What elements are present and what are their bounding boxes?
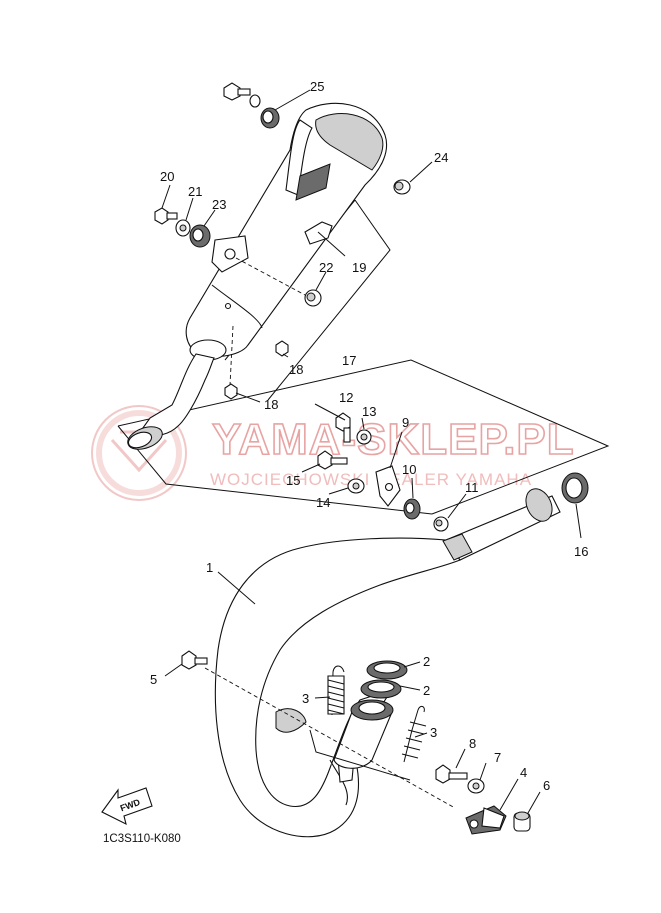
callout-19: 19	[352, 260, 366, 275]
bolt-20	[154, 207, 178, 225]
leader-lines	[161, 89, 582, 814]
callout-10: 10	[402, 462, 416, 477]
exhaust-pipe	[214, 488, 561, 838]
callout-12: 12	[339, 390, 353, 405]
callout-8: 8	[469, 736, 476, 751]
callout-3-left: 3	[302, 691, 309, 706]
muffler-hardware	[154, 82, 411, 400]
bolt-25	[223, 82, 280, 129]
callout-14: 14	[316, 495, 330, 510]
callout-2-upper: 2	[423, 654, 430, 669]
washer-21	[175, 219, 191, 237]
bolt-8	[435, 764, 468, 784]
callout-6: 6	[543, 778, 550, 793]
callout-17: 17	[342, 353, 356, 368]
spring-3-right	[401, 705, 427, 763]
callout-16: 16	[574, 544, 588, 559]
bracket-4	[465, 805, 507, 835]
bolt-18-lower	[224, 383, 238, 400]
collar-24	[393, 179, 411, 195]
callout-23: 23	[212, 197, 226, 212]
callout-2-lower: 2	[423, 683, 430, 698]
callout-1: 1	[206, 560, 213, 575]
callout-15: 15	[286, 473, 300, 488]
callout-5: 5	[150, 672, 157, 687]
callout-7: 7	[494, 750, 501, 765]
callout-18-upper: 18	[289, 362, 303, 377]
callout-labels: 1 2 2 3 3 4 5 6 7 8 9 10 11 12 13 14 15 …	[150, 79, 588, 793]
watermark-subtitle: WOJCIECHOWSKI DEALER YAMAHA	[210, 470, 532, 489]
callout-25: 25	[310, 79, 324, 94]
callout-3-right: 3	[430, 725, 437, 740]
gaskets-2	[360, 660, 408, 699]
bracket-9	[375, 465, 401, 507]
callout-18-lower: 18	[264, 397, 278, 412]
spring-3-left	[327, 665, 345, 716]
collar-22	[304, 289, 322, 307]
callout-22: 22	[319, 260, 333, 275]
callout-24: 24	[434, 150, 448, 165]
joint-hardware	[317, 412, 589, 532]
callout-21: 21	[188, 184, 202, 199]
bolt-18-upper	[275, 340, 289, 357]
gasket-16	[561, 472, 589, 504]
callout-9: 9	[402, 415, 409, 430]
front-hardware	[181, 650, 531, 835]
grommet-23	[189, 224, 211, 248]
muffler-assembly	[127, 102, 391, 450]
callout-20: 20	[160, 169, 174, 184]
watermark: YAMA-SKLEP.PL WOJCIECHOWSKI DEALER YAMAH…	[91, 405, 575, 501]
callout-11: 11	[465, 480, 479, 495]
bolt-5	[181, 650, 208, 670]
watermark-title: YAMA-SKLEP.PL	[212, 415, 575, 464]
grommet-10	[403, 498, 421, 520]
washer-13	[356, 429, 372, 445]
callout-13: 13	[362, 404, 376, 419]
washer-14	[347, 478, 365, 494]
fwd-arrow: FWD	[101, 787, 153, 826]
collar-11	[433, 516, 449, 532]
collar-6	[513, 811, 531, 832]
washer-7	[467, 778, 485, 794]
catalog-code: 1C3S110-K080	[103, 833, 181, 845]
callout-4: 4	[520, 765, 527, 780]
